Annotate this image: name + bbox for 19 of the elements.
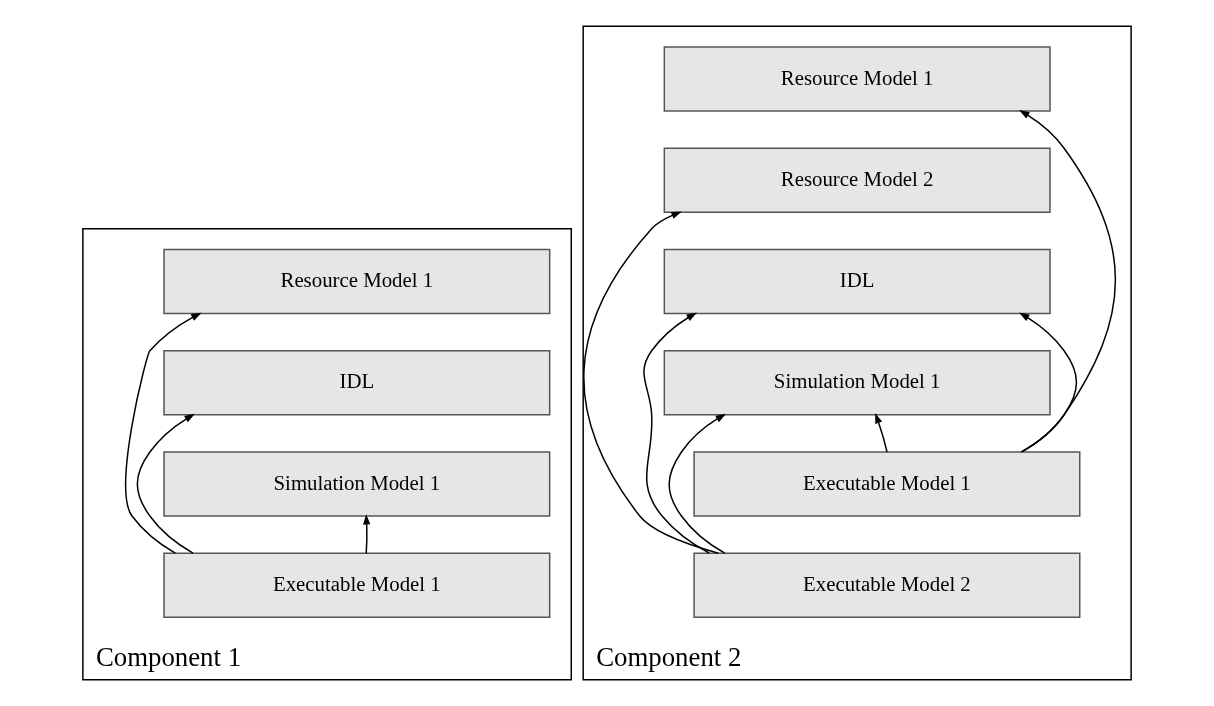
arrow: [1019, 110, 1117, 453]
arrow: [1019, 312, 1078, 453]
arrow: [643, 312, 710, 554]
node-box: Simulation Model 1: [163, 451, 551, 517]
node-box: IDL: [163, 350, 551, 416]
node-box: Resource Model 1: [663, 46, 1051, 112]
arrow: [363, 514, 371, 554]
node-box: Executable Model 2: [693, 552, 1081, 619]
node-box: Simulation Model 1: [663, 350, 1051, 416]
node-box: Resource Model 1: [163, 248, 551, 315]
node-box: Executable Model 1: [693, 451, 1081, 517]
arrow: [125, 312, 202, 554]
arrow: [136, 413, 195, 554]
node-box: Resource Model 2: [663, 147, 1051, 214]
arrow: [668, 413, 727, 554]
arrow: [875, 413, 888, 453]
arrow: [583, 211, 720, 554]
node-box: Executable Model 1: [163, 552, 551, 619]
node-box: IDL: [663, 248, 1051, 315]
